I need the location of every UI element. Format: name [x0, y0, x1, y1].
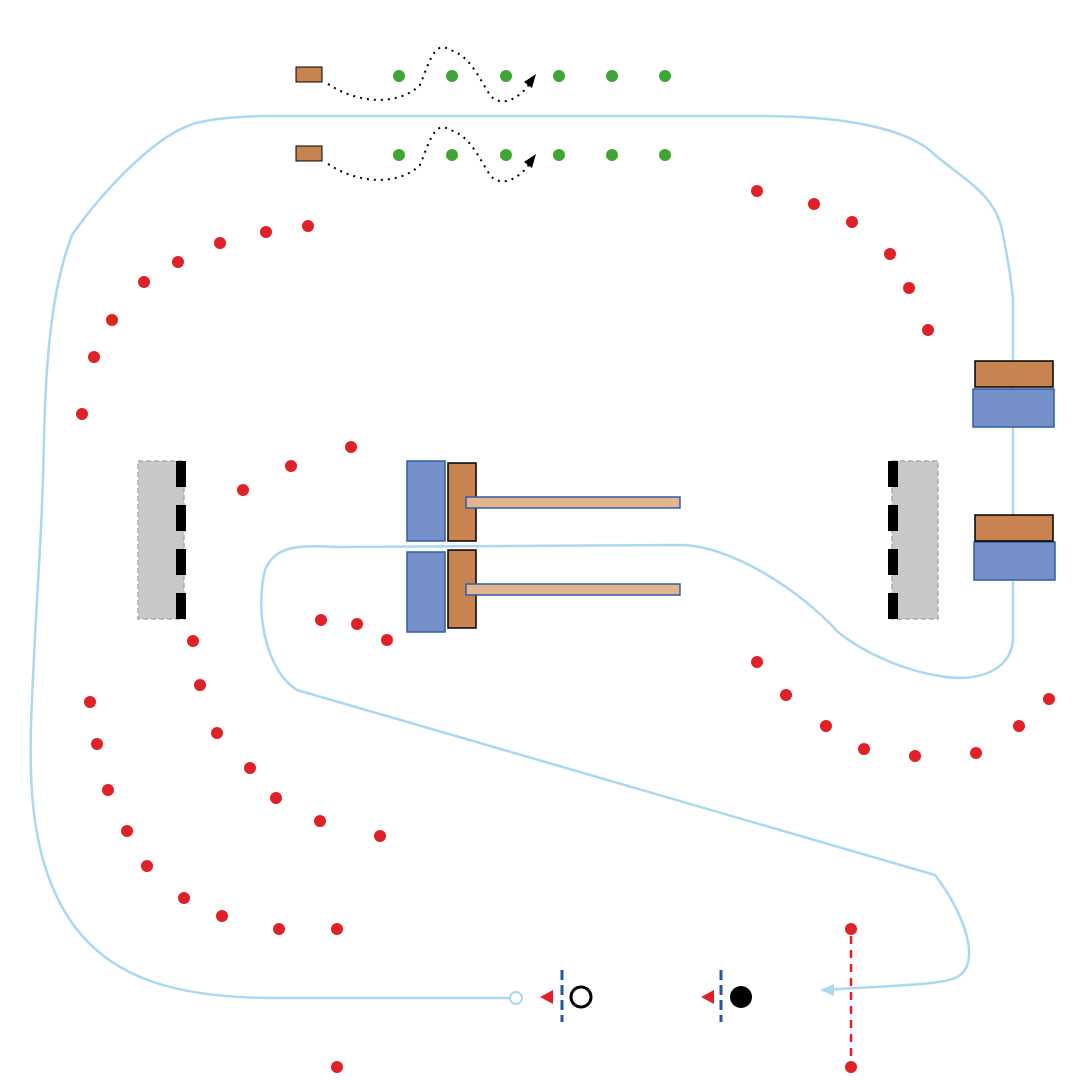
black-post	[888, 593, 898, 619]
red-cone	[214, 237, 226, 249]
red-cone	[187, 635, 199, 647]
green-cone	[393, 70, 405, 82]
red-cone	[121, 825, 133, 837]
red-cone	[194, 679, 206, 691]
red-cone	[751, 656, 763, 668]
green-cone	[606, 70, 618, 82]
red-cone	[314, 815, 326, 827]
route-line	[29, 114, 1015, 1000]
red-cones	[76, 185, 1055, 1073]
green-cone	[393, 149, 405, 161]
red-cone	[331, 1061, 343, 1073]
red-cone	[270, 792, 282, 804]
red-cone	[1043, 693, 1055, 705]
weave-lane-top	[295, 46, 671, 103]
green-cone	[659, 70, 671, 82]
black-post	[176, 593, 186, 619]
black-post	[888, 549, 898, 575]
black-post	[176, 461, 186, 487]
start-hollow-circle-icon	[569, 985, 593, 1009]
blue-ramp	[972, 388, 1055, 428]
red-cone	[780, 689, 792, 701]
plank	[465, 583, 681, 596]
route-arrowhead	[820, 984, 834, 996]
trail-arrowhead	[524, 154, 536, 168]
red-cone	[237, 484, 249, 496]
red-cone	[141, 860, 153, 872]
red-cone	[374, 830, 386, 842]
red-cone	[381, 634, 393, 646]
red-cone	[172, 256, 184, 268]
red-cone	[922, 324, 934, 336]
red-cone	[1013, 720, 1025, 732]
wood-block	[295, 66, 323, 83]
red-cone	[273, 923, 285, 935]
finish-filled-circle-icon	[730, 986, 752, 1008]
plank	[465, 496, 681, 509]
red-cone	[138, 276, 150, 288]
black-post	[176, 505, 186, 531]
red-cone	[106, 314, 118, 326]
gray-block-left	[137, 460, 186, 620]
gray-block-right	[888, 460, 939, 620]
red-cone	[211, 727, 223, 739]
route-start-circle	[509, 991, 523, 1005]
trail-arrowhead	[524, 74, 536, 88]
green-cone	[500, 149, 512, 161]
green-cone	[500, 70, 512, 82]
red-cone	[331, 923, 343, 935]
green-cone	[606, 149, 618, 161]
red-triangle-flag-icon	[540, 990, 553, 1004]
ramp-lower-right	[973, 514, 1056, 581]
red-cone	[970, 747, 982, 759]
red-cone	[260, 226, 272, 238]
red-cone	[285, 460, 297, 472]
wood-block	[295, 145, 323, 162]
red-cone	[178, 892, 190, 904]
green-cone	[553, 149, 565, 161]
seesaw-upper	[406, 460, 681, 542]
red-cone	[845, 1061, 857, 1073]
red-cone	[88, 351, 100, 363]
blue-ramp	[406, 551, 446, 633]
red-cone	[244, 762, 256, 774]
red-cone	[751, 185, 763, 197]
red-triangle-flag-icon	[701, 990, 714, 1004]
green-cone	[446, 149, 458, 161]
red-cone	[909, 750, 921, 762]
black-post	[888, 461, 898, 487]
red-cone	[345, 441, 357, 453]
wood-frame	[974, 360, 1054, 388]
ramp-upper-right	[972, 360, 1055, 428]
red-cone	[903, 282, 915, 294]
red-cone	[76, 408, 88, 420]
red-cone	[884, 248, 896, 260]
seesaw-lower	[406, 549, 681, 633]
weave-lane-bottom	[295, 126, 671, 183]
red-cone	[84, 696, 96, 708]
red-cone	[91, 738, 103, 750]
red-cone	[845, 923, 857, 935]
red-cone	[846, 216, 858, 228]
black-post	[888, 505, 898, 531]
green-cone	[659, 149, 671, 161]
red-cone	[858, 743, 870, 755]
red-cone	[820, 720, 832, 732]
red-cone	[102, 784, 114, 796]
red-cone	[302, 220, 314, 232]
blue-ramp	[973, 541, 1056, 581]
green-cone	[553, 70, 565, 82]
red-cone	[808, 198, 820, 210]
finish-gate	[701, 970, 752, 1022]
red-cone	[315, 614, 327, 626]
red-cone	[216, 910, 228, 922]
blue-ramp	[406, 460, 446, 542]
start-gate	[540, 970, 593, 1022]
black-post	[176, 549, 186, 575]
red-cone	[351, 618, 363, 630]
wood-frame	[974, 514, 1054, 542]
green-cone	[446, 70, 458, 82]
